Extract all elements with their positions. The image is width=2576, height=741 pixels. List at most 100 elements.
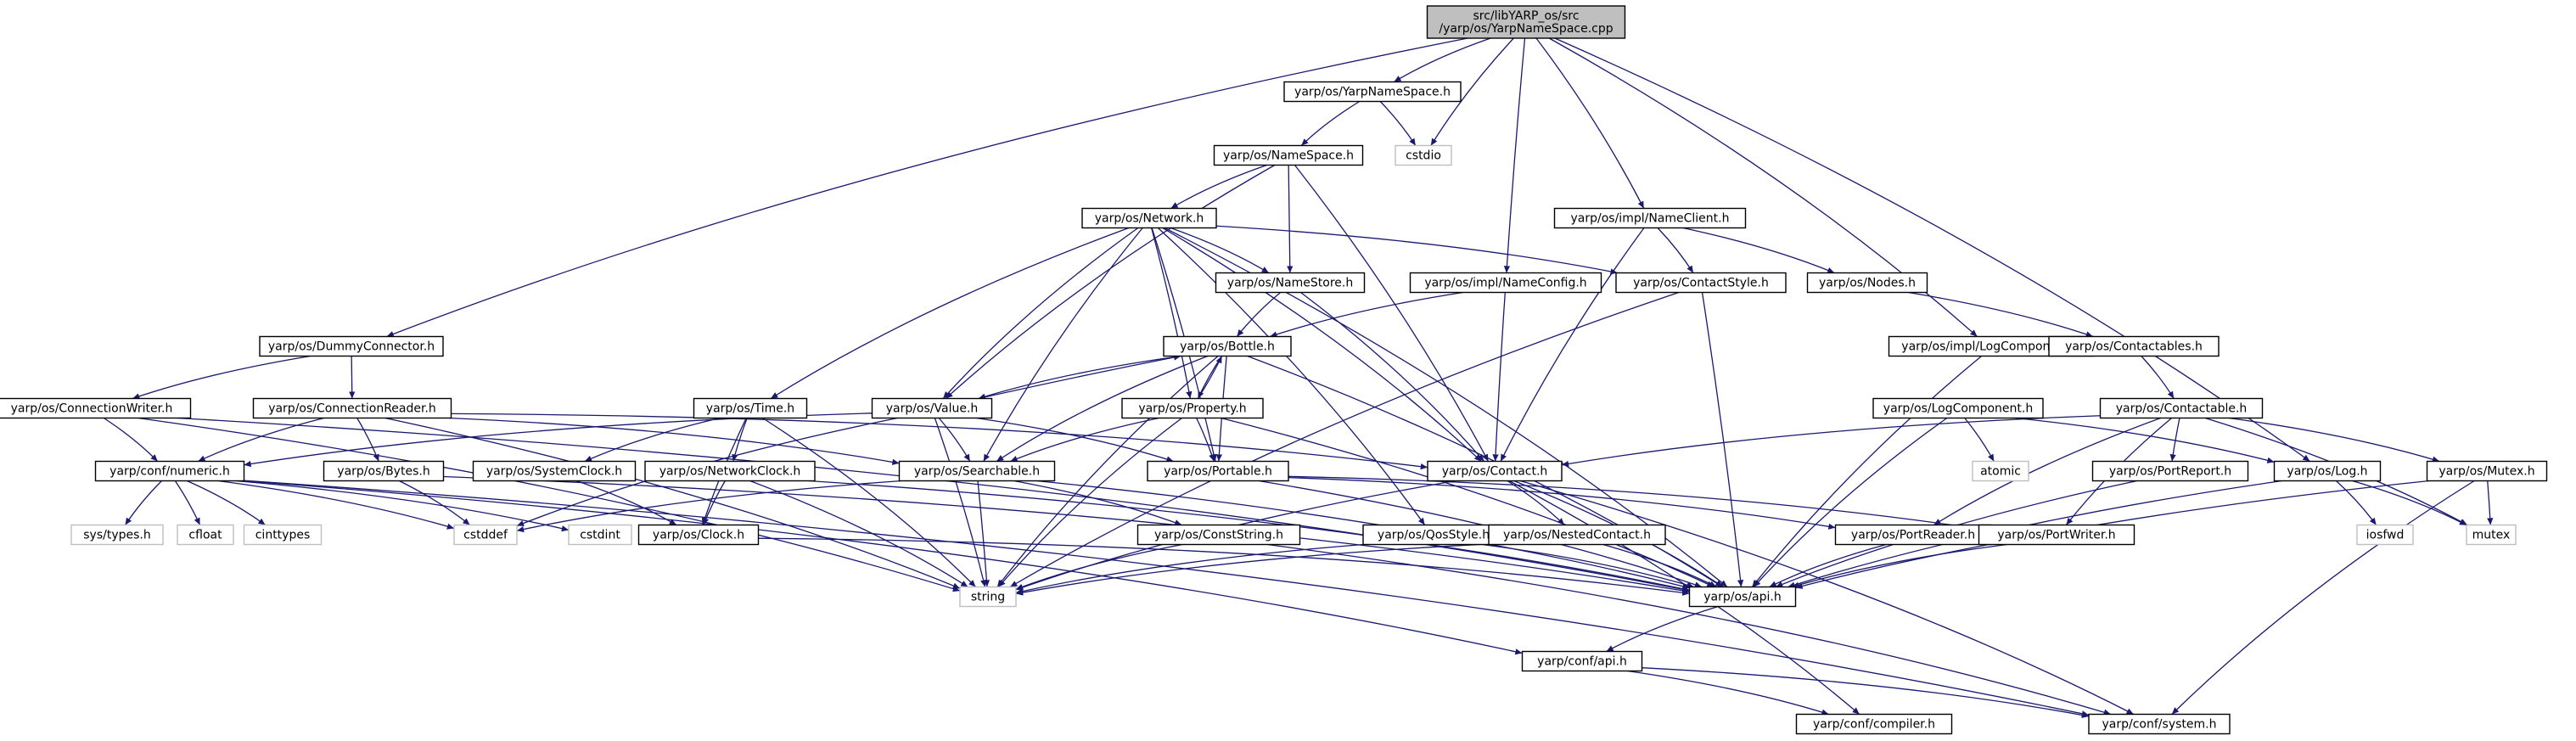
node-net[interactable]: yarp/os/Network.h [1081, 207, 1217, 229]
node-cinttypes[interactable]: cinttypes [243, 524, 323, 546]
edge-cstring-to-system [1267, 543, 2112, 716]
node-box [1972, 460, 2029, 482]
node-pwriter[interactable]: yarp/os/PortWriter.h [1978, 524, 2135, 546]
edge-search-to-cstddef [516, 480, 902, 533]
edge-ctable-to-contact [1561, 415, 2101, 468]
node-box [1688, 586, 1797, 608]
node-ilogc[interactable]: yarp/os/impl/LogComponent.h [1888, 335, 2095, 357]
node-iosfwd[interactable]: iosfwd [2356, 524, 2414, 546]
node-api[interactable]: yarp/os/api.h [1688, 586, 1797, 608]
node-prop[interactable]: yarp/os/Property.h [1121, 397, 1264, 419]
node-log[interactable]: yarp/os/Log.h [2273, 460, 2382, 482]
edge-root-to-dummy [386, 37, 1468, 338]
node-box [1795, 713, 1953, 735]
node-sysclock[interactable]: yarp/os/SystemClock.h [472, 460, 637, 482]
node-compiler[interactable]: yarp/conf/compiler.h [1795, 713, 1953, 735]
node-label: yarp/os/ConstString.h [1154, 529, 1283, 542]
edge-yns-to-ns [1300, 100, 1361, 146]
node-qos[interactable]: yarp/os/QosStyle.h [1362, 524, 1505, 546]
node-cstddef[interactable]: cstddef [453, 524, 518, 546]
node-bottle[interactable]: yarp/os/Bottle.h [1163, 335, 1292, 357]
node-creader[interactable]: yarp/os/ConnectionReader.h [252, 397, 452, 419]
node-label: yarp/os/PortReport.h [2109, 465, 2231, 479]
node-ctables[interactable]: yarp/os/Contactables.h [2048, 335, 2220, 357]
node-netclock[interactable]: yarp/os/NetworkClock.h [644, 460, 816, 482]
edge-netclock-to-clock [703, 480, 726, 525]
node-cstdio[interactable]: cstdio [1395, 144, 1452, 166]
node-logc[interactable]: yarp/os/LogComponent.h [1872, 397, 2044, 419]
node-label: /yarp/os/YarpNameSpace.cpp [1439, 22, 1613, 36]
edge-net-to-value [942, 227, 1139, 399]
node-box [1409, 272, 1602, 294]
edge-value-to-numeric [244, 413, 873, 468]
node-mutexh[interactable]: yarp/os/Mutex.h [2426, 460, 2548, 482]
node-portable[interactable]: yarp/os/Portable.h [1147, 460, 1289, 482]
node-box [2273, 460, 2382, 482]
node-search[interactable]: yarp/os/Searchable.h [898, 460, 1056, 482]
node-cfloat[interactable]: cfloat [177, 524, 234, 546]
node-systypes[interactable]: sys/types.h [70, 524, 164, 546]
node-nstore[interactable]: yarp/os/NameStore.h [1215, 272, 1366, 294]
node-system[interactable]: yarp/conf/system.h [2088, 713, 2231, 735]
edge-bottle-to-string [996, 356, 1219, 587]
node-preport[interactable]: yarp/os/PortReport.h [2091, 460, 2249, 482]
edge-value-to-string [934, 418, 987, 587]
node-string[interactable]: string [959, 586, 1017, 608]
node-bytes[interactable]: yarp/os/Bytes.h [323, 460, 445, 482]
node-nclient[interactable]: yarp/os/impl/NameClient.h [1553, 207, 1747, 229]
node-contact[interactable]: yarp/os/Contact.h [1427, 460, 1563, 482]
node-cstyle[interactable]: yarp/os/ContactStyle.h [1615, 272, 1787, 294]
edge-bytes-to-cstddef [399, 480, 471, 526]
node-clock[interactable]: yarp/os/Clock.h [637, 524, 760, 546]
node-numeric[interactable]: yarp/conf/numeric.h [94, 460, 245, 482]
edge-cwriter-to-api [177, 417, 1690, 592]
edge-numeric-to-cinttypes [187, 480, 266, 526]
node-atomic[interactable]: atomic [1972, 460, 2029, 482]
node-label: yarp/os/LogComponent.h [1883, 402, 2033, 416]
node-root[interactable]: src/libYARP_os/src/yarp/os/YarpNameSpace… [1426, 5, 1626, 39]
node-nodes[interactable]: yarp/os/Nodes.h [1806, 272, 1928, 294]
edge-nclient-to-contact [1500, 227, 1645, 462]
node-nconfig[interactable]: yarp/os/impl/NameConfig.h [1409, 272, 1602, 294]
node-dummy[interactable]: yarp/os/DummyConnector.h [259, 335, 444, 357]
edge-net-to-nstore [1170, 227, 1270, 274]
edges-layer [103, 37, 2494, 719]
node-cstdint[interactable]: cstdint [568, 524, 632, 546]
node-label: yarp/os/impl/NameConfig.h [1424, 277, 1586, 290]
edge-portable-to-preader [1288, 476, 1836, 530]
node-label: yarp/os/ContactStyle.h [1633, 277, 1769, 290]
node-label: cstdint [580, 529, 620, 542]
node-label: mutex [2472, 529, 2511, 542]
node-value[interactable]: yarp/os/Value.h [871, 397, 993, 419]
node-label: yarp/os/Contactable.h [2116, 402, 2248, 416]
node-box [1215, 272, 1366, 294]
node-time[interactable]: yarp/os/Time.h [693, 397, 808, 419]
node-yns[interactable]: yarp/os/YarpNameSpace.h [1283, 81, 1462, 103]
node-box [2426, 460, 2548, 482]
node-box [2356, 524, 2414, 546]
node-label: string [971, 591, 1005, 604]
node-confapi[interactable]: yarp/conf/api.h [1521, 650, 1643, 672]
node-label: yarp/os/Portable.h [1164, 465, 1272, 479]
node-label: yarp/os/Searchable.h [914, 465, 1040, 479]
node-box [693, 397, 808, 419]
node-ctable[interactable]: yarp/os/Contactable.h [2099, 397, 2264, 419]
node-label: atomic [1980, 465, 2021, 479]
node-cstring[interactable]: yarp/os/ConstString.h [1136, 524, 1301, 546]
node-label: yarp/os/impl/NameClient.h [1571, 212, 1730, 226]
node-cwriter[interactable]: yarp/os/ConnectionWriter.h [0, 397, 192, 419]
node-box [1553, 207, 1747, 229]
node-box [2048, 335, 2220, 357]
edge-bottle-to-value [978, 355, 1181, 400]
edge-numeric-to-systypes [124, 480, 162, 525]
node-preader[interactable]: yarp/os/PortReader.h [1834, 524, 1992, 546]
edge-confapi-to-compiler [1627, 670, 1829, 716]
edge-root-to-yns [1394, 37, 1491, 83]
edge-cwriter-to-numeric [103, 417, 159, 462]
node-mutex[interactable]: mutex [2466, 524, 2517, 546]
edge-ctable-to-preport [2169, 418, 2180, 462]
node-box [70, 524, 164, 546]
node-ncontact[interactable]: yarp/os/NestedContact.h [1488, 524, 1666, 546]
node-label: src/libYARP_os/src [1473, 9, 1579, 23]
node-ns[interactable]: yarp/os/NameSpace.h [1213, 144, 1364, 166]
